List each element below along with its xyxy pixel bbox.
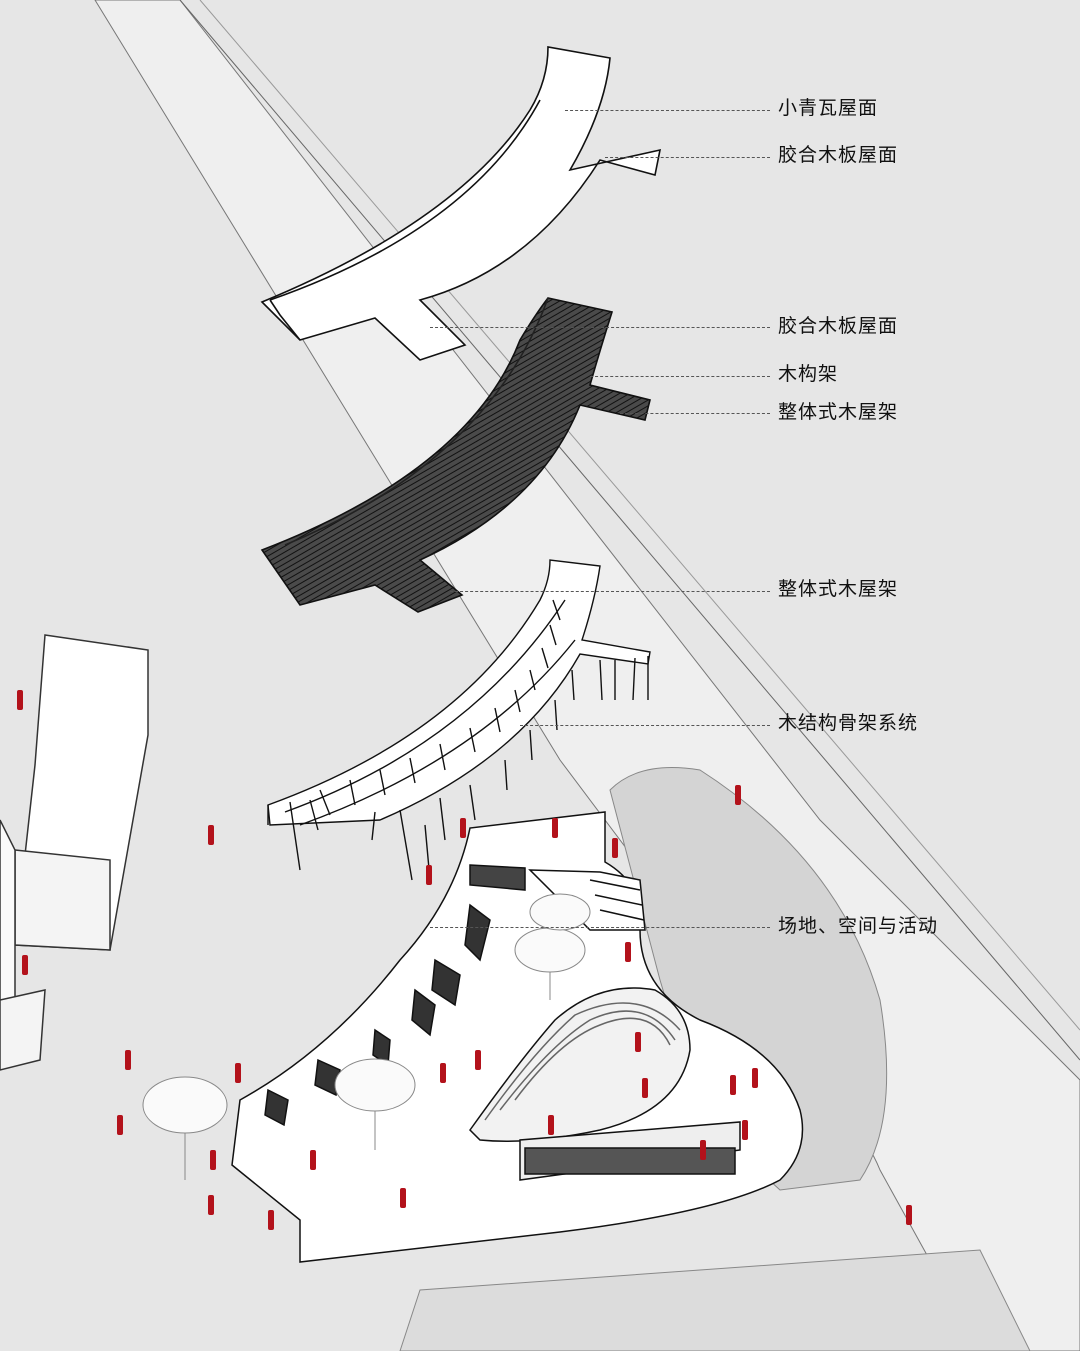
timber-frame-layer: [267, 559, 651, 881]
leader-line-site-space-activity: [430, 927, 770, 928]
adjacent-building: [0, 634, 149, 1071]
label-glulam-roof-1: 胶合木板屋面: [778, 144, 899, 166]
leader-line-timber-frame: [590, 376, 770, 377]
roof-tile-layer: [260, 46, 662, 361]
leader-line-integral-roof-truss-2: [450, 591, 770, 592]
context-road: [94, 0, 1080, 1351]
leader-line-glulam-roof-1: [605, 157, 770, 158]
trees: [142, 893, 591, 1180]
label-integral-roof-truss-1: 整体式木屋架: [778, 401, 899, 423]
label-site-space-activity: 场地、空间与活动: [778, 915, 939, 937]
label-timber-skeleton: 木结构骨架系统: [778, 712, 919, 734]
leader-line-roof-tile: [565, 110, 770, 111]
leader-line-timber-skeleton: [520, 725, 770, 726]
label-roof-tile: 小青瓦屋面: [778, 97, 879, 119]
people-figures: [17, 690, 912, 1230]
label-timber-frame: 木构架: [778, 363, 839, 385]
label-integral-roof-truss-2: 整体式木屋架: [778, 578, 899, 600]
leader-line-integral-roof-truss-1: [620, 413, 770, 414]
label-glulam-roof-2: 胶合木板屋面: [778, 315, 899, 337]
glulam-roof-layer: [260, 297, 651, 613]
leader-line-glulam-roof-2: [430, 327, 770, 328]
